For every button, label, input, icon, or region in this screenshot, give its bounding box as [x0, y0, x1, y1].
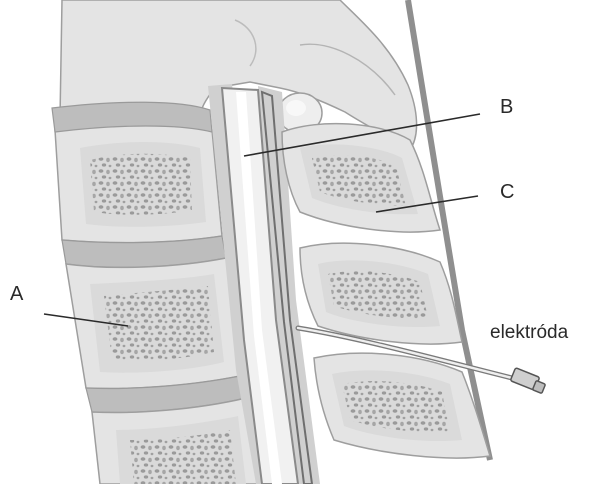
- electrode-connector: [510, 368, 545, 394]
- spinous-process-2: [300, 243, 462, 344]
- vertebral-body-1: [55, 124, 222, 243]
- label-a: A: [10, 283, 24, 305]
- vertebral-body-2: [66, 258, 240, 389]
- spinous-process-3: [314, 353, 490, 458]
- spinous-process-1: [282, 124, 440, 232]
- label-electrode: elektróda: [490, 322, 569, 343]
- label-c: C: [500, 181, 514, 203]
- label-b: B: [500, 96, 513, 118]
